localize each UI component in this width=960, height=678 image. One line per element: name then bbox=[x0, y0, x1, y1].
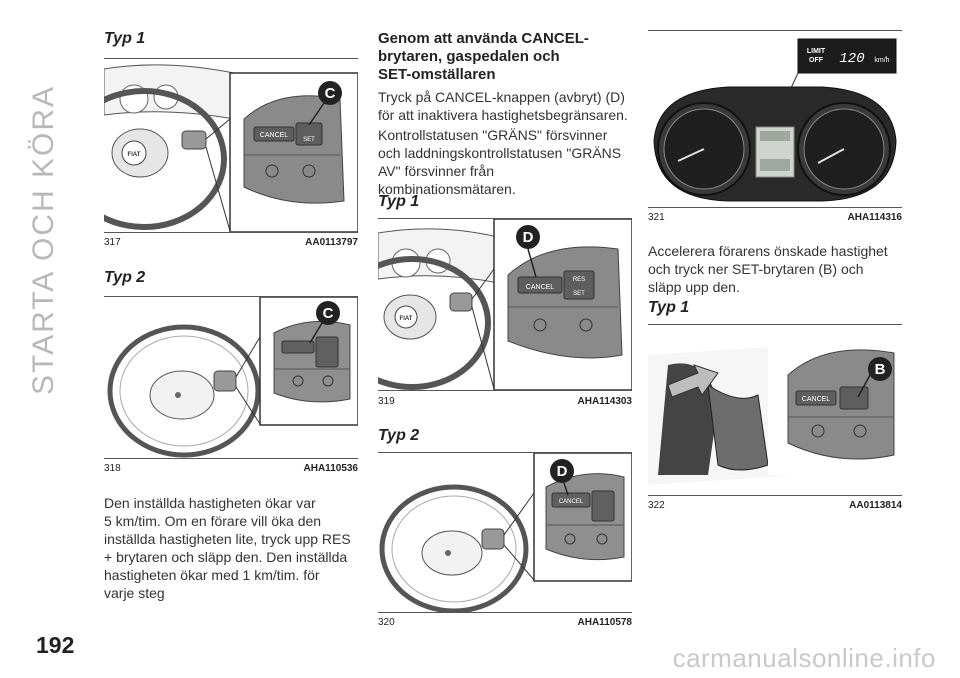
figure-number: 322 bbox=[648, 500, 665, 511]
callout-d: D bbox=[557, 463, 568, 480]
callout-b: B bbox=[875, 361, 886, 378]
figure-320: CANCEL D bbox=[378, 452, 632, 613]
figure-number: 317 bbox=[104, 237, 121, 248]
cancel-button-label: CANCEL bbox=[802, 396, 831, 403]
res-button-label: RES bbox=[573, 277, 585, 283]
section-heading: Genom att använda CANCEL- brytaren, gasp… bbox=[378, 30, 589, 83]
figure-code: AHA114316 bbox=[847, 212, 902, 223]
cancel-button-label: CANCEL bbox=[559, 499, 584, 505]
figure-number: 318 bbox=[104, 463, 121, 474]
steering-wheel-illustration-319: FIAT CANCEL RES SET D bbox=[378, 219, 632, 390]
figure-number: 321 bbox=[648, 212, 665, 223]
figure-317: FIAT CANCEL SET C bbox=[104, 58, 358, 233]
figure-number: 319 bbox=[378, 396, 395, 407]
figure-319: FIAT CANCEL RES SET D bbox=[378, 218, 632, 391]
limit-label-1: LIMIT bbox=[807, 48, 826, 55]
watermark: carmanualsonline.info bbox=[672, 643, 936, 673]
foot-pedal-illustration: CANCEL B bbox=[648, 325, 902, 485]
callout-d: D bbox=[523, 229, 534, 246]
caption-318: 318 AHA110536 bbox=[104, 463, 358, 477]
limit-status-paragraph: Kontrollstatusen "GRÄNS" försvinner och … bbox=[378, 127, 622, 197]
limit-value: 120 bbox=[839, 51, 864, 67]
page-number: 192 bbox=[36, 632, 75, 658]
fiat-logo: FIAT bbox=[128, 152, 141, 158]
figure-321: LIMIT OFF 120 km/h bbox=[648, 30, 902, 208]
steering-wheel-illustration-320: CANCEL D bbox=[379, 453, 632, 612]
speed-increase-paragraph: Den inställda hastigheten ökar var 5 km/… bbox=[104, 495, 351, 601]
figure-318: C bbox=[104, 296, 358, 459]
caption-321: 321 AHA114316 bbox=[648, 212, 902, 226]
figure-code: AA0113797 bbox=[305, 237, 358, 248]
cancel-button-label: CANCEL bbox=[526, 284, 555, 291]
figure-code: AHA110536 bbox=[303, 463, 358, 474]
caption-320: 320 AHA110578 bbox=[378, 617, 632, 631]
cancel-button-label: CANCEL bbox=[260, 132, 289, 139]
figure-code: AHA114303 bbox=[577, 396, 632, 407]
caption-317: 317 AA0113797 bbox=[104, 237, 358, 251]
caption-319: 319 AHA114303 bbox=[378, 396, 632, 410]
figure-code: AA0113814 bbox=[849, 500, 902, 511]
caption-322: 322 AA0113814 bbox=[648, 500, 902, 514]
type-2-label: Typ 2 bbox=[378, 427, 420, 444]
limit-label-2: OFF bbox=[809, 57, 824, 64]
set-button-label: SET bbox=[303, 137, 315, 143]
cancel-paragraph: Tryck på CANCEL-knappen (avbryt) (D) för… bbox=[378, 89, 628, 123]
fiat-logo: FIAT bbox=[400, 316, 413, 322]
figure-number: 320 bbox=[378, 617, 395, 628]
type-1-label: Typ 1 bbox=[648, 299, 690, 316]
callout-c: C bbox=[323, 305, 334, 322]
figure-322: CANCEL B bbox=[648, 324, 902, 496]
accelerate-paragraph: Accelerera förarens önskade hastighet oc… bbox=[648, 243, 888, 295]
type-1-label: Typ 1 bbox=[378, 193, 420, 210]
steering-wheel-illustration-318: C bbox=[107, 297, 358, 458]
steering-wheel-illustration-317: FIAT CANCEL SET C bbox=[104, 64, 358, 232]
instrument-cluster-illustration: LIMIT OFF 120 km/h bbox=[653, 38, 897, 202]
callout-c: C bbox=[325, 85, 336, 102]
set-button-label: SET bbox=[573, 291, 585, 297]
figure-code: AHA110578 bbox=[577, 617, 632, 628]
section-side-title: STARTA OCH KÖRA bbox=[27, 84, 60, 396]
limit-unit: km/h bbox=[874, 57, 889, 64]
type-1-label: Typ 1 bbox=[104, 30, 146, 47]
type-2-label: Typ 2 bbox=[104, 269, 146, 286]
